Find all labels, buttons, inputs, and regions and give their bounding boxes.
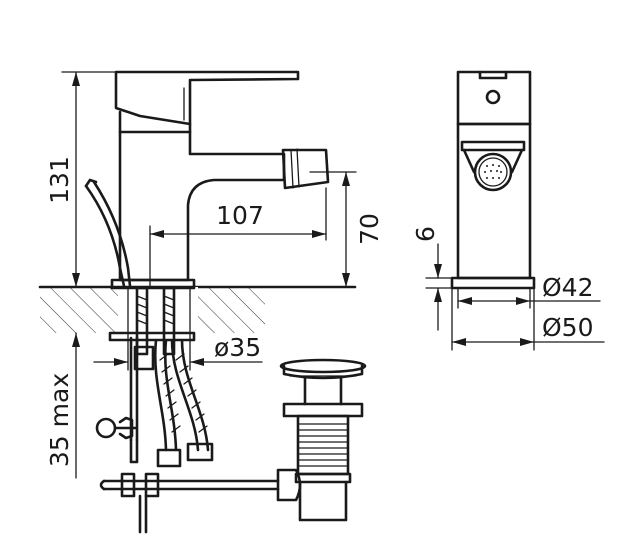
pop-up-drain — [279, 358, 367, 522]
mounting-plate — [108, 331, 196, 342]
faucet-base-plate — [110, 278, 196, 290]
dimension-diameter-42: Ø42 — [457, 273, 601, 309]
dimension-diameter-50: Ø50 — [451, 287, 605, 351]
rod-clamp-knob — [95, 417, 117, 439]
dimension-height-label: 131 — [45, 156, 74, 204]
dimension-spout-height: 70 — [309, 171, 384, 288]
threaded-stud-left — [135, 286, 149, 356]
drain-flange — [282, 402, 364, 418]
spout-nozzle — [281, 148, 330, 190]
front-handle-indicator — [485, 89, 501, 105]
pop-up-rod — [84, 184, 126, 288]
dimension-base-thickness-label: 6 — [411, 226, 440, 242]
front-base — [450, 276, 536, 290]
countertop — [38, 285, 357, 334]
mounting-nut — [133, 345, 155, 371]
lever-handle — [114, 70, 300, 126]
dimension-reach-label: 107 — [216, 201, 264, 230]
dimension-spout-height-label: 70 — [355, 213, 384, 245]
dimension-mount-depth-label: 35 max — [45, 373, 74, 467]
dimension-pipe-diameter: ø35 — [93, 332, 263, 371]
faucet-front-view — [450, 70, 536, 290]
flex-hose-right — [170, 340, 210, 452]
faucet-side-view — [84, 70, 330, 290]
flex-hose-left — [154, 340, 178, 452]
dimension-diameter-42-label: Ø42 — [542, 273, 594, 302]
drain-threaded-body — [296, 414, 350, 476]
front-handle — [456, 70, 532, 126]
linkage-bar — [102, 479, 280, 491]
mounting-assembly — [95, 286, 302, 534]
dimension-pipe-diameter-label: ø35 — [214, 333, 261, 362]
hose-fitting-right — [186, 442, 214, 462]
drain-cap — [279, 358, 367, 374]
front-body — [456, 122, 532, 280]
front-aerator — [473, 152, 513, 192]
drain-tailpiece — [298, 480, 348, 522]
hose-fitting-left — [156, 448, 182, 468]
dimension-reach: 107 — [149, 187, 327, 288]
dimension-base-thickness: 6 — [411, 226, 453, 331]
dimension-diameter-50-label: Ø50 — [542, 313, 594, 342]
dimension-height: 131 — [45, 71, 117, 288]
threaded-stud-right — [162, 286, 176, 356]
dimension-mount-depth: 35 max — [45, 332, 80, 479]
